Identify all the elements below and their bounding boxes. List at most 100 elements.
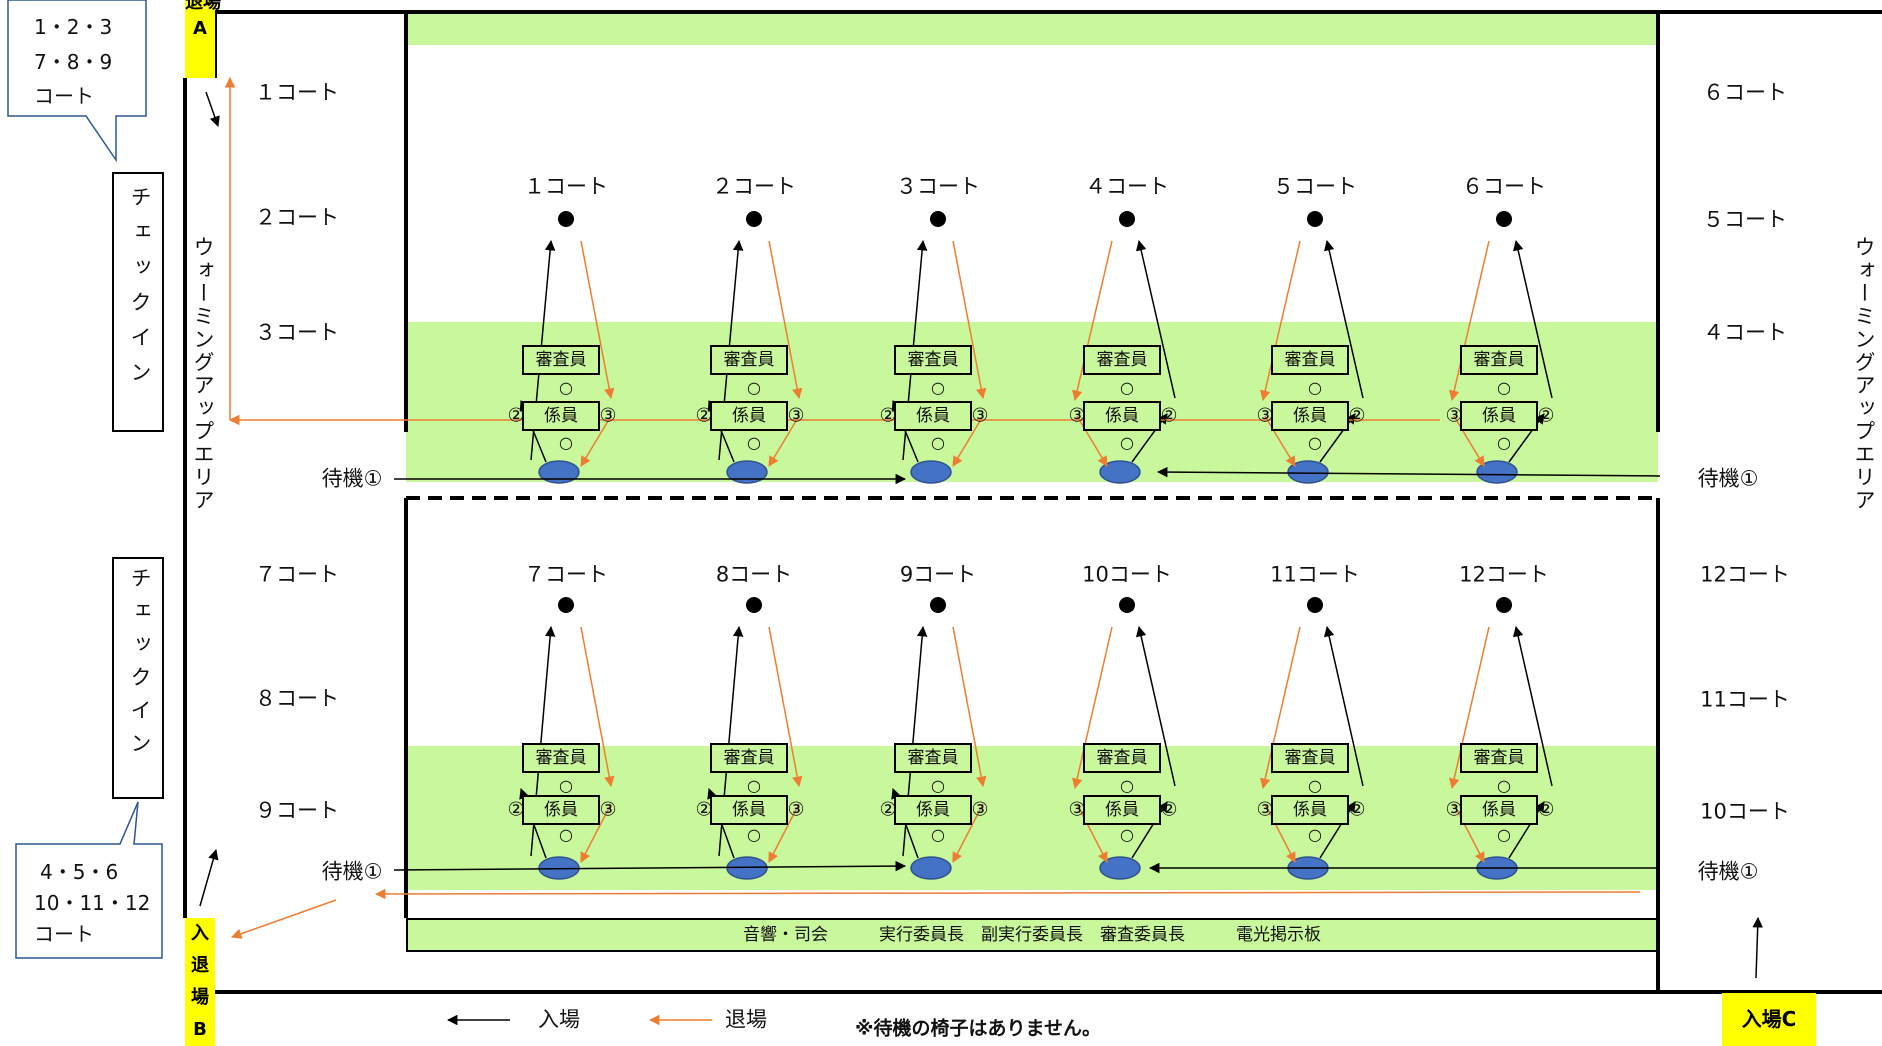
court-label-5: ５コート xyxy=(1273,174,1357,199)
exit-hook-1 xyxy=(580,415,612,467)
callout-bottom-left-line1: 4・5・6 xyxy=(40,860,119,884)
callout-top-left-line3: コート xyxy=(34,84,94,108)
lane-mark-right-9: ③ xyxy=(971,798,989,821)
lane-mark-left-10: ③ xyxy=(1068,798,1086,821)
exit-hook-6 xyxy=(1453,415,1485,467)
exit-path-11 xyxy=(1259,626,1301,790)
staff-box-8: 係員 xyxy=(710,795,788,825)
court-marker-10 xyxy=(1119,597,1135,613)
player-chair-5 xyxy=(1287,460,1329,484)
judge-seat-11: ○ xyxy=(1308,776,1322,795)
stage-bar: 音響・司会 実行委員長 副実行委員長 審査委員長 電光掲示板 xyxy=(406,918,1658,952)
callout-top-left-shape xyxy=(7,0,147,163)
entry-exit-gate-b: 入 退 場 B xyxy=(185,918,215,1046)
legend-entry-label: 入場 xyxy=(538,1007,580,1032)
entry-gate-c-label: 入場C xyxy=(1741,1007,1797,1031)
lane-mark-right-6: ② xyxy=(1537,404,1555,427)
exit-path-9 xyxy=(952,626,987,788)
judge-box-11: 審査員 xyxy=(1271,743,1349,773)
court-marker-7 xyxy=(558,597,574,613)
callout-bottom-left-shape xyxy=(15,801,163,959)
exit-path-5 xyxy=(1260,240,1301,402)
waiting-label-top-left: 待機① xyxy=(321,466,383,491)
court-label-2: ２コート xyxy=(712,174,796,199)
entry-hook-12 xyxy=(1508,801,1545,859)
court-marker-12 xyxy=(1496,597,1512,613)
staff-box-11: 係員 xyxy=(1271,795,1349,825)
court-marker-9 xyxy=(930,597,946,613)
court-marker-11 xyxy=(1307,597,1323,613)
judge-box-8: 審査員 xyxy=(710,743,788,773)
player-chair-4 xyxy=(1099,460,1141,484)
entry-line-bottom-left xyxy=(393,860,907,872)
lane-mark-right-10: ② xyxy=(1160,798,1178,821)
exit-path-1 xyxy=(580,240,615,400)
exit-gate-a-label: 退場 A xyxy=(185,0,221,39)
entry-from-gate-b xyxy=(199,848,219,907)
player-chair-2 xyxy=(726,460,768,484)
right-warmup-court-11: 11コート xyxy=(1700,687,1790,712)
right-warmup-court-5: ５コート xyxy=(1703,207,1787,232)
staff-seat-4: ○ xyxy=(1120,433,1134,452)
left-warmup-court-1: １コート xyxy=(255,80,339,105)
lane-mark-left-8: ② xyxy=(695,798,713,821)
entry-path-11 xyxy=(1323,625,1364,787)
judge-seat-4: ○ xyxy=(1120,378,1134,397)
staff-seat-10: ○ xyxy=(1120,825,1134,844)
court-label-9: 9コート xyxy=(899,562,977,587)
exit-path-10 xyxy=(1071,626,1113,790)
player-chair-3 xyxy=(910,460,952,484)
player-chair-9 xyxy=(910,856,952,880)
court-marker-8 xyxy=(746,597,762,613)
judge-box-1: 審査員 xyxy=(522,345,600,375)
court-marker-3 xyxy=(930,211,946,227)
entry-hook-11 xyxy=(1319,801,1356,859)
green-zone-bottom xyxy=(406,746,1658,890)
entry-path-10 xyxy=(1135,625,1176,787)
judge-seat-9: ○ xyxy=(931,776,945,795)
lane-mark-left-4: ③ xyxy=(1068,404,1086,427)
waiting-label-bottom-right: 待機① xyxy=(1697,859,1759,884)
callout-bottom-left-line3: コート xyxy=(34,922,94,946)
staff-box-4: 係員 xyxy=(1083,401,1161,431)
judge-box-9: 審査員 xyxy=(894,743,972,773)
staff-seat-7: ○ xyxy=(559,825,573,844)
green-zone-top xyxy=(406,322,1658,482)
static-shapes xyxy=(7,0,1882,994)
court-label-6: ６コート xyxy=(1462,174,1546,199)
exit-line-bottom xyxy=(374,888,1641,900)
staff-box-5: 係員 xyxy=(1271,401,1349,431)
staff-box-2: 係員 xyxy=(710,401,788,431)
judge-box-12: 審査員 xyxy=(1460,743,1538,773)
lane-mark-right-2: ③ xyxy=(787,404,805,427)
staff-seat-9: ○ xyxy=(931,825,945,844)
exit-path-4 xyxy=(1072,240,1113,402)
court-marker-6 xyxy=(1496,211,1512,227)
lane-mark-right-4: ② xyxy=(1160,404,1178,427)
entry-hook-6 xyxy=(1508,413,1545,463)
judge-seat-3: ○ xyxy=(931,378,945,397)
exit-hook-11 xyxy=(1264,803,1296,863)
entry-hook-10 xyxy=(1131,801,1168,859)
exit-line-to-gate-b xyxy=(231,899,337,939)
checkin-box-top: チェックイン xyxy=(112,172,164,432)
court-label-1: １コート xyxy=(524,174,608,199)
legend-note: ※待機の椅子はありません。 xyxy=(855,1017,1101,1040)
left-warmup-court-9: ９コート xyxy=(255,798,339,823)
court-label-11: 11コート xyxy=(1270,562,1360,587)
exit-path-7 xyxy=(580,626,615,788)
waiting-label-top-right: 待機① xyxy=(1697,466,1759,491)
exit-path-8 xyxy=(768,626,803,788)
entry-line-top-right xyxy=(1156,466,1661,478)
exit-gate-a: 退場 A xyxy=(185,0,221,78)
lane-mark-right-12: ② xyxy=(1537,798,1555,821)
callout-bottom-left-line2: 10・11・12 xyxy=(34,891,151,915)
staff-seat-8: ○ xyxy=(747,825,761,844)
court-label-8: 8コート xyxy=(715,562,793,587)
exit-path-3 xyxy=(952,240,987,400)
lane-mark-right-7: ③ xyxy=(599,798,617,821)
flow-arrows xyxy=(199,76,1763,1026)
judge-seat-5: ○ xyxy=(1308,378,1322,397)
staff-box-10: 係員 xyxy=(1083,795,1161,825)
judge-seat-7: ○ xyxy=(559,776,573,795)
